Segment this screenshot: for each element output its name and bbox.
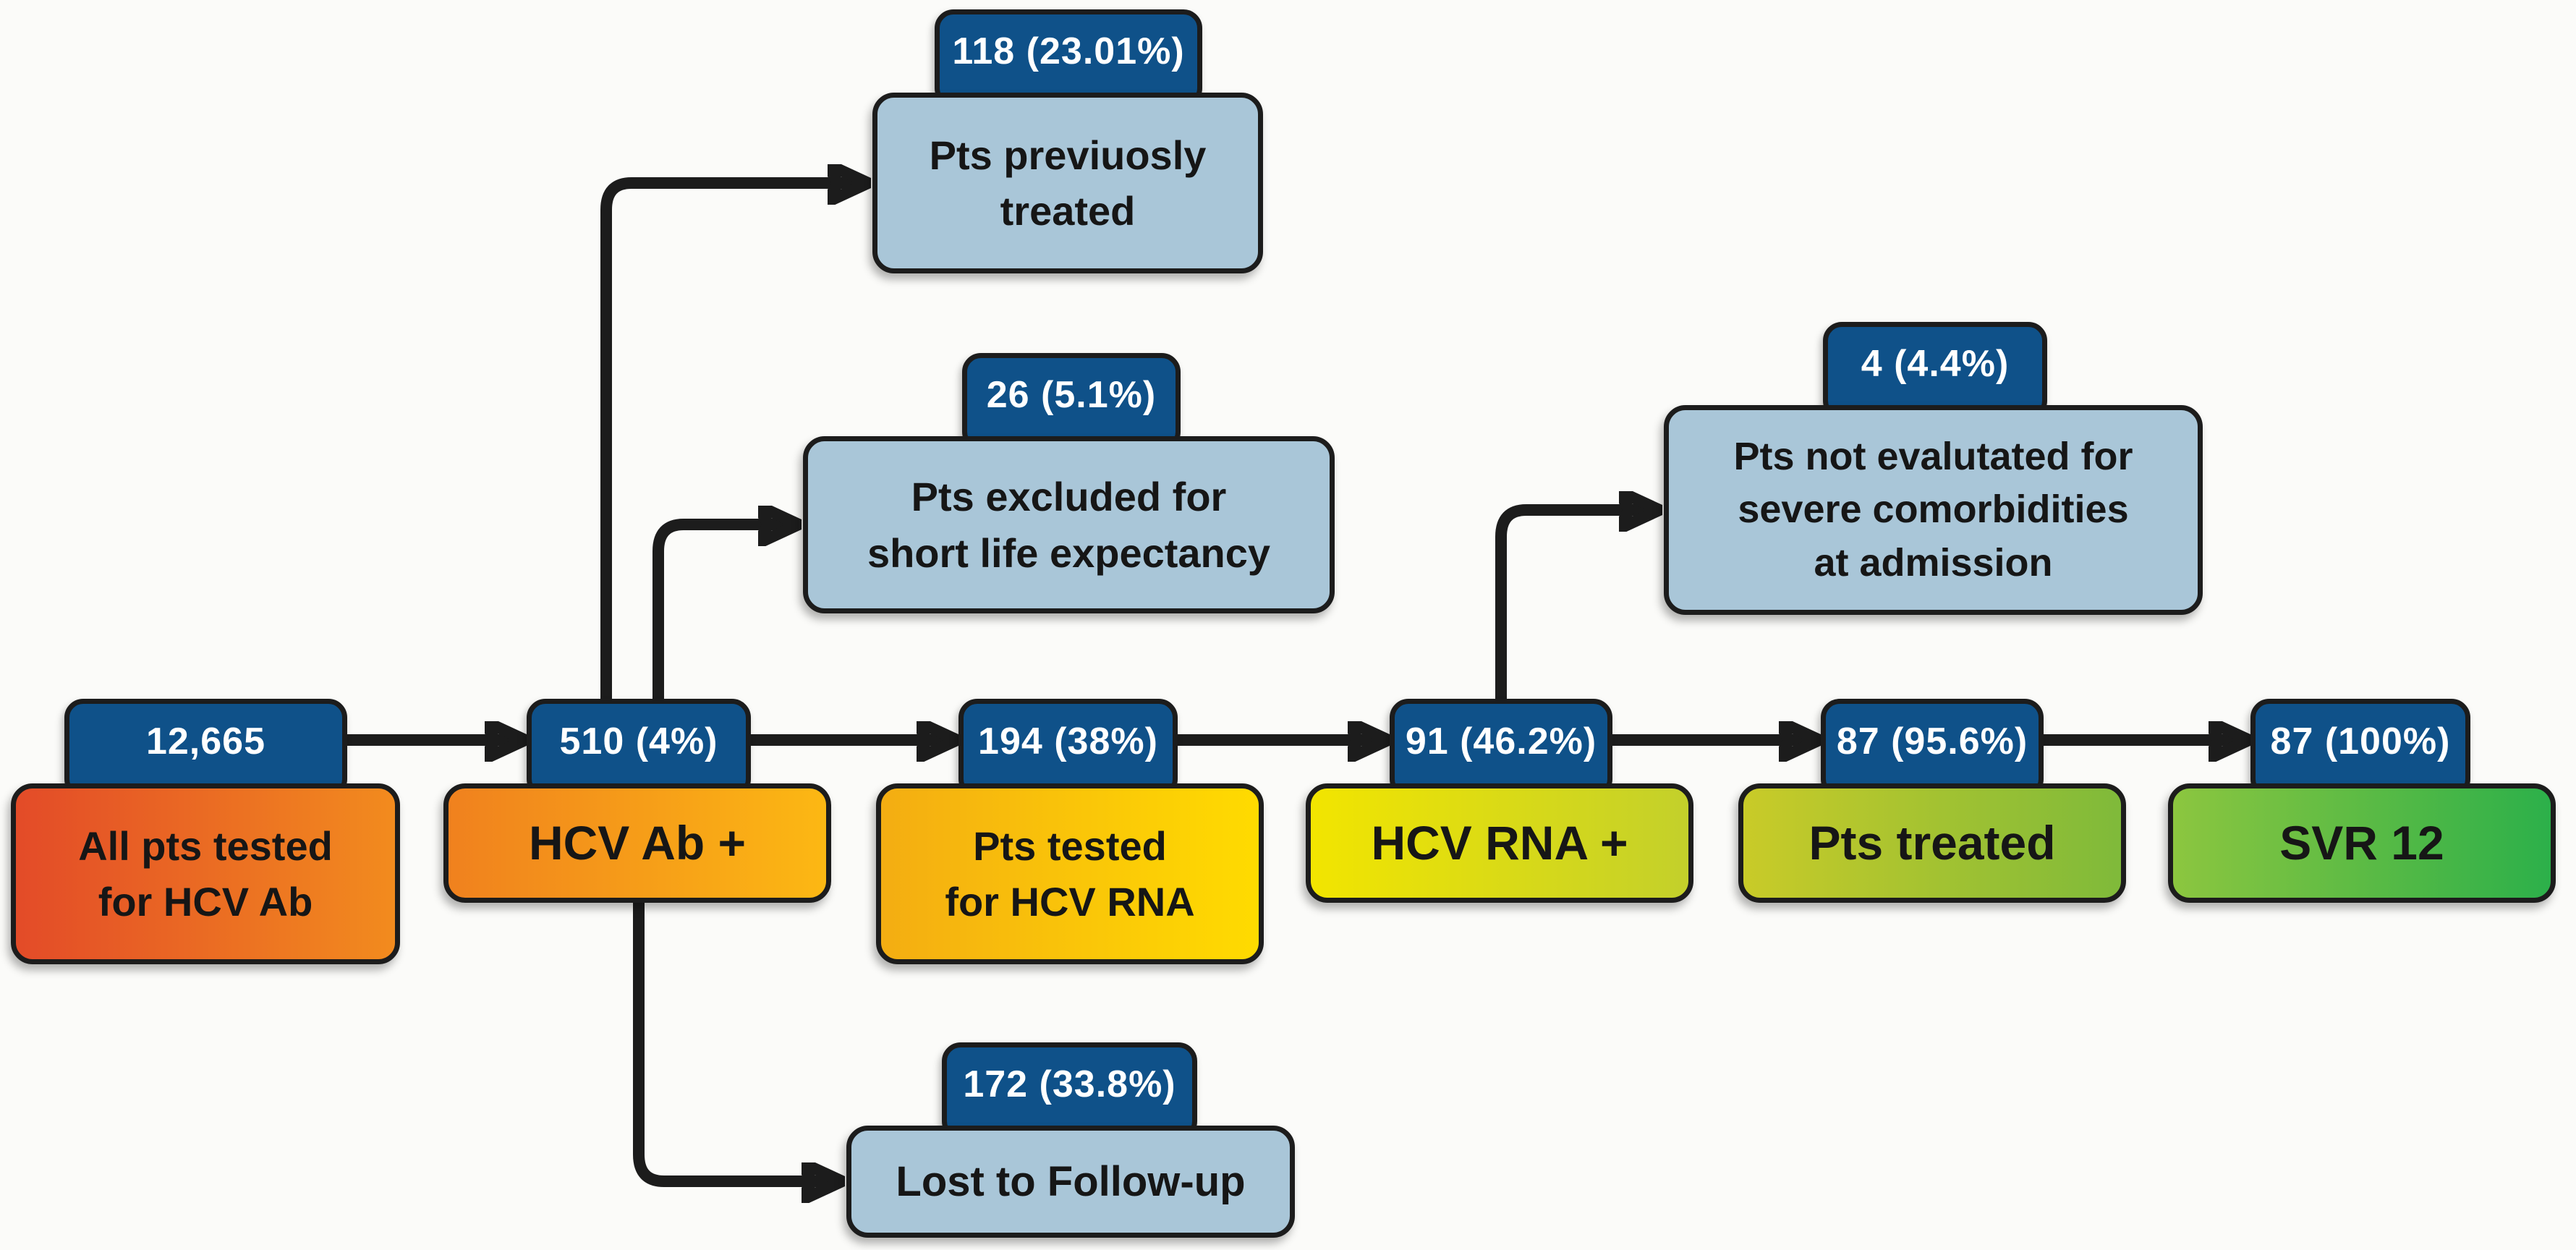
count-badge-excluded: 26 (5.1%) (962, 353, 1181, 451)
flow-box-excluded-life-expectancy: Pts excluded for short life expectancy (803, 436, 1335, 613)
count-badge-pts-treated: 87 (95.6%) (1821, 699, 2044, 798)
arrow-hcv-ab-to-excluded (652, 524, 796, 723)
flow-box-tested-rna: Pts tested for HCV RNA (876, 783, 1264, 964)
flow-box-lost-to-followup: Lost to Follow-up (846, 1126, 1295, 1238)
count-badge-tested-rna: 194 (38%) (958, 699, 1178, 798)
flow-box-not-evaluated-comorbidities: Pts not evalutated for severe comorbidit… (1664, 405, 2203, 615)
flow-box-all-pts-tested: All pts tested for HCV Ab (11, 783, 400, 964)
arrow-hcv-ab-to-lost-followup (633, 839, 839, 1181)
flow-box-pts-treated: Pts treated (1738, 783, 2126, 903)
flow-box-svr12: SVR 12 (2168, 783, 2556, 903)
flow-box-hcv-ab-positive: HCV Ab + (443, 783, 831, 903)
arrow-hcv-rna-to-comorbidities (1495, 510, 1657, 723)
flow-box-hcv-rna-positive: HCV RNA + (1306, 783, 1693, 903)
arrow-hcv-ab-to-prev-treated (600, 183, 865, 723)
count-badge-all-pts: 12,665 (64, 699, 347, 798)
flow-box-previously-treated: Pts previuosly treated (872, 93, 1263, 273)
count-badge-hcv-rna: 91 (46.2%) (1390, 699, 1612, 798)
count-badge-prev-treated: 118 (23.01%) (935, 9, 1202, 107)
count-badge-comorbidities: 4 (4.4%) (1823, 322, 2047, 420)
